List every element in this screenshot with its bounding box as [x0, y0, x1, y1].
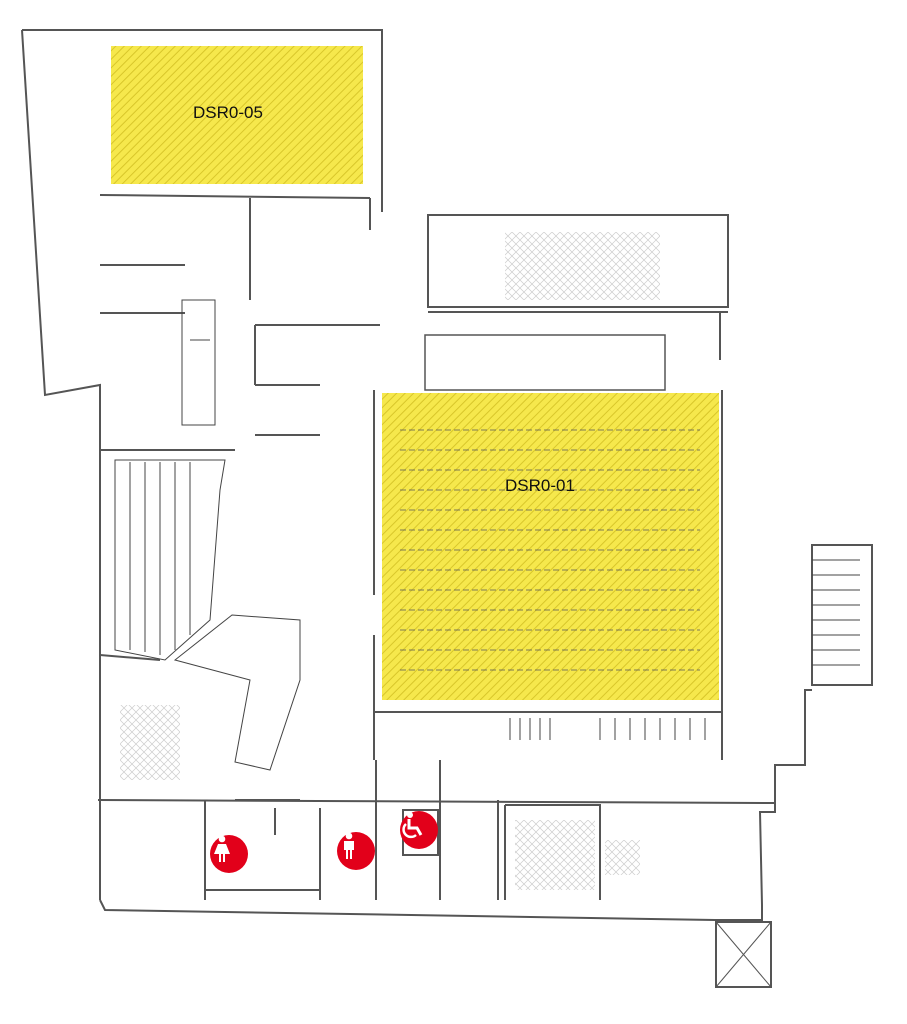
tiled-areas [120, 232, 660, 890]
womens-restroom-icon [210, 835, 248, 873]
room-dsr0-01-area[interactable] [382, 393, 719, 700]
room-label-dsr0-05: DSR0-05 [193, 103, 263, 122]
mens-restroom-icon [337, 832, 375, 870]
accessible-restroom-icon [400, 811, 438, 849]
room-dsr0-05-area[interactable] [111, 46, 363, 184]
room-label-dsr0-01: DSR0-01 [505, 476, 575, 495]
stairs [114, 299, 860, 771]
seating-rows [400, 429, 700, 671]
walls [21, 29, 873, 988]
